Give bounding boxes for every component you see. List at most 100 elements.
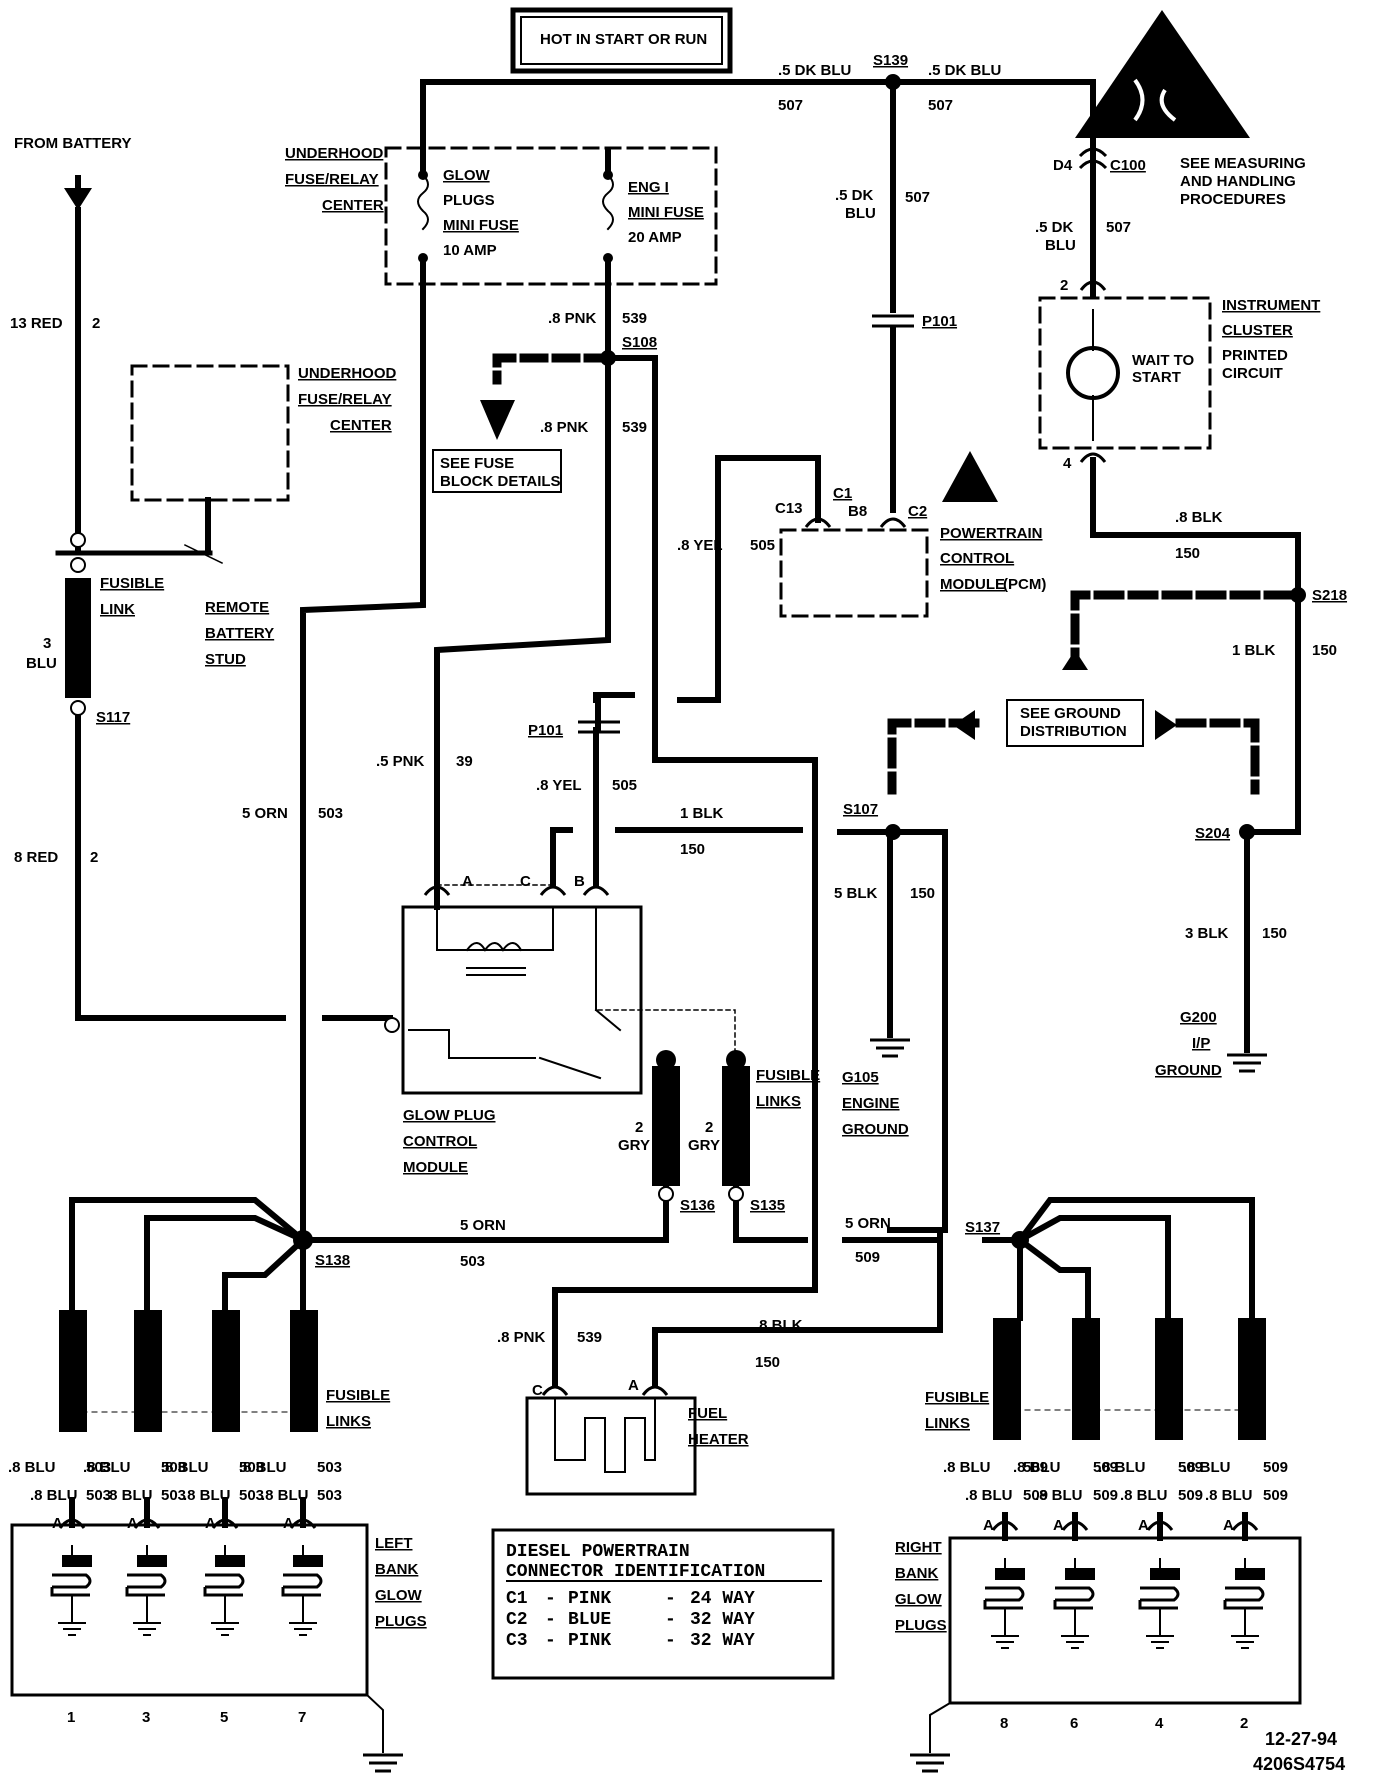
table-row-color-1: BLUE — [568, 1610, 611, 1630]
splice-dots — [293, 74, 1306, 1250]
pcm-box — [779, 528, 929, 618]
w1blk-r-num: 150 — [1312, 642, 1337, 659]
w13red-num: 2 — [92, 315, 100, 332]
w8red-num: 2 — [90, 849, 98, 866]
left-plug-connector-0 — [58, 1518, 86, 1529]
w2gry-a: 2 — [635, 1119, 643, 1136]
pcm-4: (PCM) — [1003, 576, 1046, 593]
uh-fuse-top-3: CENTER — [322, 197, 384, 214]
fh-pin-c: C — [532, 1382, 543, 1399]
see-fuse-2: BLOCK DETAILS — [440, 473, 561, 490]
left-plug-num-1: 3 — [142, 1709, 150, 1726]
left-503-2: 503 — [239, 1459, 264, 1476]
left-503-0: 503 — [86, 1459, 111, 1476]
right-blu-b-0: .8 BLU — [965, 1487, 1013, 1504]
power-box-label: HOT IN START OR RUN — [540, 31, 707, 48]
glow-fuse-top-dot — [418, 170, 428, 180]
right-bank-2: BANK — [895, 1565, 938, 1582]
table-row-way-1: 32 WAY — [690, 1610, 755, 1630]
left-plug-connector-2 — [211, 1518, 239, 1529]
left-plug-connector-1 — [133, 1518, 161, 1529]
blk-150-s204-wire — [1252, 592, 1301, 835]
open-terminals — [70, 532, 744, 1202]
fl-mid-1: FUSIBLE — [756, 1067, 820, 1084]
w8pnk-fh-num: 539 — [577, 1329, 602, 1346]
glow-fuse-1: GLOW — [443, 167, 490, 184]
right-plug-num-2: 4 — [1155, 1715, 1164, 1732]
w5orn-l: 5 ORN — [242, 805, 288, 822]
connector-table-box — [491, 1528, 835, 1680]
table-row-color-2: PINK — [568, 1631, 611, 1651]
table-row-connector-0: C1 — [506, 1589, 528, 1609]
w8pnk-b: .8 PNK — [540, 419, 589, 436]
table-row-dash2-0: - — [665, 1589, 676, 1609]
left-pin-a-3: A — [283, 1515, 294, 1532]
w2gry-b: 2 — [705, 1119, 713, 1136]
w8yel-a: .8 YEL — [677, 537, 723, 554]
remote-stud-2: BATTERY — [205, 625, 274, 642]
w8pnk-a-num: 539 — [622, 310, 647, 327]
esd-note-line3: PROCEDURES — [1180, 191, 1286, 208]
w5orn-mid: 5 ORN — [460, 1217, 506, 1234]
fusible-link-2: LINK — [100, 601, 135, 618]
glow-plug-symbols — [50, 1518, 1265, 1649]
left-bank-wire-3 — [144, 1215, 307, 1321]
s138-label: S138 — [315, 1252, 350, 1269]
left-bank-ground-lead — [365, 1693, 384, 1753]
right-glow-plug-icon-2 — [1138, 1558, 1180, 1649]
esd-note-line2: AND HANDLING — [1180, 173, 1296, 190]
c2-label: C2 — [908, 503, 927, 520]
table-row-dash-2: - — [545, 1631, 556, 1651]
top-wire-left-color: .5 DK BLU — [778, 62, 851, 79]
left-bank-wire-1 — [69, 1197, 308, 1321]
c100-label: C100 — [1110, 157, 1146, 174]
right-link-8 — [993, 1318, 1021, 1440]
right-bank-wire-6 — [1015, 1235, 1091, 1321]
w1blk-mid-num: 150 — [680, 841, 705, 858]
top-wire-right-color: .5 DK BLU — [928, 62, 1001, 79]
wait-to-start-1: WAIT TO — [1132, 352, 1195, 369]
right-glow-plug-icon-1 — [1053, 1558, 1095, 1649]
left-plug-num-3: 7 — [298, 1709, 306, 1726]
s136-top-dot — [656, 1050, 676, 1070]
table-row-connector-1: C2 — [506, 1610, 528, 1630]
ic-3: PRINTED — [1222, 347, 1288, 364]
pnk-539-fuel-heater-wire — [552, 355, 818, 1388]
ground-dist-dashed-left — [887, 718, 980, 795]
w5dkblu-r-num: 507 — [1106, 219, 1131, 236]
blk-150-fuel-heater-wire — [652, 1227, 943, 1388]
right-509-1: 509 — [1093, 1459, 1118, 1476]
table-row-dash2-2: - — [665, 1631, 676, 1651]
left-blu-3: .8 BLU — [239, 1459, 287, 1476]
fl-mid-2: LINKS — [756, 1093, 801, 1110]
w8pnk-b-num: 539 — [622, 419, 647, 436]
left-glow-plug-icon-0 — [50, 1545, 92, 1636]
fuel-heater-box — [525, 1396, 697, 1496]
w8blk-top-num: 150 — [1175, 545, 1200, 562]
pcm-1: POWERTRAIN — [940, 525, 1043, 542]
right-509-2: 509 — [1178, 1459, 1203, 1476]
pcm-pin-bumps — [804, 517, 907, 528]
left-pin-a-1: A — [127, 1515, 138, 1532]
yel-505-pcm-wire — [677, 455, 821, 703]
w8red: 8 RED — [14, 849, 58, 866]
right-509-b-3: 509 — [1263, 1487, 1288, 1504]
w1blk-r: 1 BLK — [1232, 642, 1276, 659]
w5dkblu-mid: .5 DK — [835, 187, 874, 204]
right-bank-4: PLUGS — [895, 1617, 947, 1634]
fuel-heater-element — [554, 1397, 656, 1473]
pnk-539-wire — [434, 255, 611, 888]
w5orn-l-num: 503 — [318, 805, 343, 822]
orn-509-s135-wire — [733, 1183, 808, 1243]
uh-fuse-top-2: FUSE/RELAY — [285, 171, 379, 188]
glow-fuse-2: PLUGS — [443, 192, 495, 209]
power-box-inner — [520, 16, 723, 65]
see-fuse-block-box — [432, 449, 562, 493]
underhood-fuse-box-mid — [130, 364, 290, 502]
right-blu-b-3: .8 BLU — [1205, 1487, 1253, 1504]
s135-terminal — [728, 1186, 744, 1202]
s138-dot — [293, 1230, 313, 1250]
